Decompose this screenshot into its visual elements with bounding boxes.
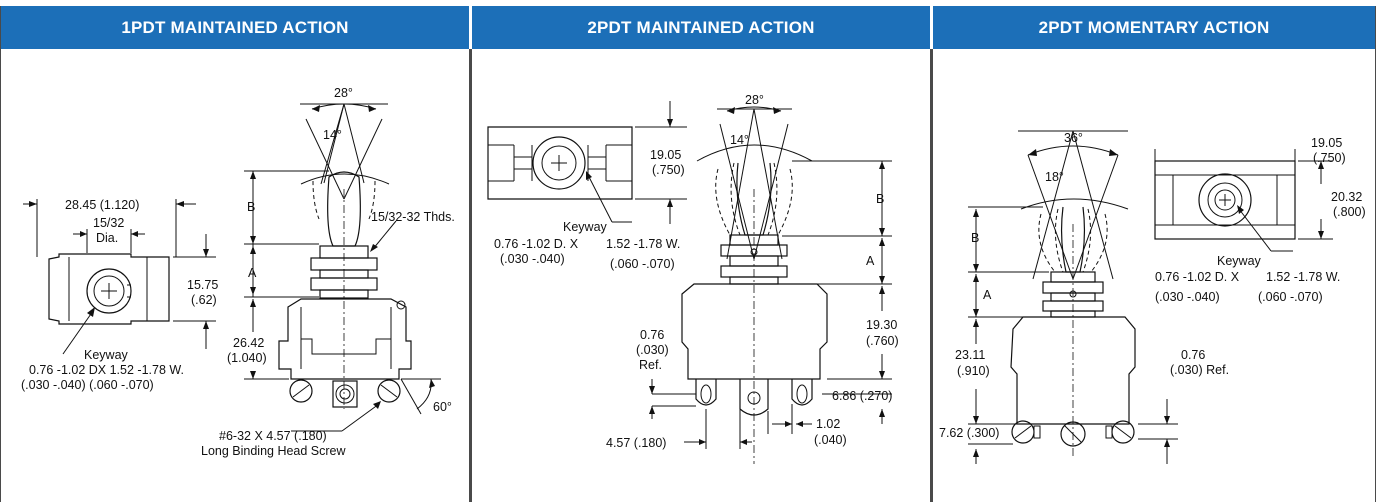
side-view: 28° 14° [606,93,899,464]
dim-body-b: (.760) [866,334,899,348]
side-view: 28° 14° [201,86,455,458]
dim-a: A [983,288,992,302]
dim-hole-b: Dia. [96,231,118,245]
panel-2pdt-momentary: 2PDT MOMENTARY ACTION 36° 18° [933,6,1375,502]
dim-side-a: 20.32 [1331,190,1362,204]
dim-body-a: 19.30 [866,318,897,332]
angle-18: 18° [1045,170,1064,184]
terminal-screws [1011,420,1135,447]
gap-b: (.040) [814,433,847,447]
gap-a: 1.02 [816,417,840,431]
top-view: 19.05 (.750) Keyway 0.76 -1.02 D. X 1.52… [487,101,687,271]
dim-height-b: (.62) [191,293,217,307]
ref-a: 0.76 [1181,348,1205,362]
dim-width: 28.45 (1.120) [65,198,139,212]
keyway-label: Keyway [563,220,608,234]
keyway-w-in: (.060 -.070) [610,257,675,271]
thread-spec: 15/32-32 Thds. [371,210,455,224]
keyway-label: Keyway [84,348,129,362]
terminal-height: 6.86 (.270) [832,389,892,403]
angle-14: 14° [730,133,749,147]
keyway-w: 1.52 -1.78 W. [606,237,680,251]
panel-title: 2PDT MOMENTARY ACTION [933,6,1375,49]
angle-36: 36° [1064,131,1083,145]
panel-title: 2PDT MAINTAINED ACTION [472,6,930,49]
keyway-d: 0.76 -1.02 D. X [494,237,579,251]
keyway-dims-inch: (.030 -.040) (.060 -.070) [21,378,154,392]
top-view: 28.45 (1.120) 15/32 Dia. 15.75 (.62) Key… [21,198,218,392]
dim-top-b: (.750) [652,163,685,177]
angle-14: 14° [323,128,342,142]
side-view: 36° 18° [939,130,1229,464]
angle-28: 28° [745,93,764,107]
dim-body-a: 26.42 [233,336,264,350]
keyway-w-in: (.060 -.070) [1258,290,1323,304]
panel-divider [469,49,472,502]
ref-b: (.030) [636,343,669,357]
dim-top-a: 19.05 [650,148,681,162]
terminal-screws [289,379,401,408]
panel-2pdt-maintained: 2PDT MAINTAINED ACTION [472,6,930,502]
dim-top-b: (.750) [1313,151,1346,165]
dim-side-b: (.800) [1333,205,1366,219]
drawing-2pdt-maintained: 19.05 (.750) Keyway 0.76 -1.02 D. X 1.52… [487,93,899,464]
angle-28: 28° [334,86,353,100]
angle-60: 60° [433,400,452,414]
dim-body-a: 23.11 [955,348,985,362]
dim-body-b: (1.040) [227,351,267,365]
drawing-2pdt-momentary: 36° 18° [939,130,1366,464]
dim-height-a: 15.75 [187,278,218,292]
dim-a: A [866,254,875,268]
keyway-dims: 0.76 -1.02 DX 1.52 -1.78 W. [29,363,184,377]
panel-divider [930,49,933,502]
ref-a: 0.76 [640,328,664,342]
pitch: 4.57 (.180) [606,436,666,450]
screw-desc: Long Binding Head Screw [201,444,347,458]
panel-title: 1PDT MAINTAINED ACTION [1,6,469,49]
dim-body-b: (.910) [957,364,990,378]
keyway-label: Keyway [1217,254,1262,268]
drawing-1pdt-maintained: 28.45 (1.120) 15/32 Dia. 15.75 (.62) Key… [21,86,455,458]
dim-b: B [876,192,884,206]
keyway-d: 0.76 -1.02 D. X [1155,270,1240,284]
ref-b: (.030) Ref. [1170,363,1229,377]
keyway-w: 1.52 -1.78 W. [1266,270,1340,284]
dim-hole-a: 15/32 [93,216,124,230]
terminal-height: 7.62 (.300) [939,426,999,440]
dim-b: B [247,200,255,214]
ref-c: Ref. [639,358,662,372]
dim-top-a: 19.05 [1311,136,1342,150]
top-view: 19.05 (.750) 20.32 (.800) Keyway 0.76 -1… [1154,136,1366,304]
keyway-d-in: (.030 -.040) [500,252,565,266]
keyway-d-in: (.030 -.040) [1155,290,1220,304]
outer-frame [0,6,1376,502]
panel-1pdt-maintained: 1PDT MAINTAINED ACTION 28.45 (1.120) [1,6,469,502]
dim-b: B [971,231,979,245]
screw-spec: #6-32 X 4.57 (.180) [219,429,327,443]
dim-a: A [248,266,257,280]
